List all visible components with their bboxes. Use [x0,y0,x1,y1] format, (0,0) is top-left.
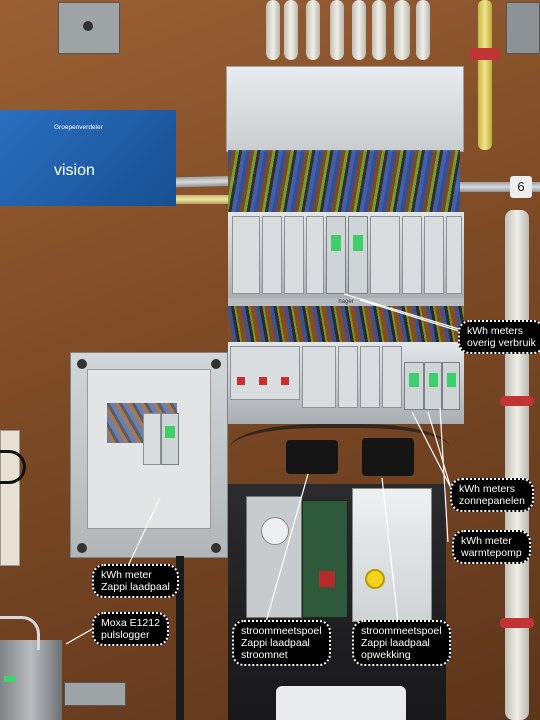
breaker-top-1 [232,216,260,294]
horizontal-cable-right [455,182,540,192]
pointer-zonnepanelen-1 [411,411,453,491]
red-clip-right-2 [500,618,534,628]
breaker-top-7 [424,216,444,294]
red-clip-right-1 [500,396,534,406]
hager-strip: hager [228,298,464,306]
moxa-pulslogger-device [0,640,62,720]
red-clip-right-top [470,48,500,60]
breaker-top-4 [306,216,324,294]
callout-moxa-e1212-pulslogger: Moxa E1212 pulslogger [92,612,169,646]
wiring-bundle-middle [228,306,464,342]
cable-tag-number: 6 [517,179,525,194]
pointer-moxa [65,627,95,645]
conduit-top-8 [416,0,430,60]
kwh-meter-zonnepanelen-1 [404,362,424,410]
conduit-right-vertical [505,210,529,720]
hager-brand: hager [338,299,354,305]
pointer-zappi-meter [127,497,161,567]
black-cable-down-junction [176,556,184,720]
conduit-top-1 [266,0,280,60]
moxa-cable [0,616,40,650]
pointer-stroomnet [265,473,309,623]
breaker-bottom-4 [360,346,380,408]
callout-kwh-meters-zonnepanelen: kWh meters zonnepanelen [450,478,534,512]
kwh-meter-top-2 [348,216,368,294]
breaker-top-5 [370,216,400,294]
callout-stroommeetspoel-stroomnet: stroommeetspoel Zappi laadpaal stroomnet [232,620,331,666]
callout-kwh-meter-warmtepomp: kWh meter warmtepomp [452,530,531,564]
booklet-title: Groepenverdeler [54,124,103,131]
pointer-overig-2 [359,299,463,333]
breaker-top-3 [284,216,304,294]
kwh-meter-warmtepomp [442,362,460,410]
breaker-top-6 [402,216,422,294]
conduit-top-3 [306,0,320,60]
groepenverdeler-booklet: Groepenverdeler vision [0,110,176,206]
pointer-opwekking [381,477,399,623]
wall-bracket-top-right [506,2,540,54]
cable-tag: 6 [510,176,532,198]
left-black-cable [0,450,26,484]
breaker-top-2 [262,216,282,294]
breaker-bottom-5 [382,346,402,408]
pointer-zonnepanelen-2 [427,411,453,493]
kwh-meter-zappi [161,413,179,465]
circuit-board-green [302,500,348,618]
breaker-top-8 [446,216,462,294]
current-clamp-stroomnet [286,440,338,474]
bottom-mount-bracket [64,682,126,706]
breaker-bottom-1 [230,346,300,400]
junction-box-zappi [70,352,228,558]
pointer-warmtepomp [439,407,449,543]
breaker-bottom-2 [302,346,336,408]
yellow-conduit-right [478,0,492,150]
wall-bracket-top-left [58,2,120,54]
kwh-meter-top-1 [326,216,346,294]
pointer-overig-1 [343,293,463,331]
conduit-top-7 [394,0,410,60]
yellow-seal-icon [365,569,385,589]
current-clamp-opwekking [362,438,414,476]
conduit-top-2 [284,0,298,60]
callout-kwh-meters-overig-verbruik: kWh meters overig verbruik [458,320,540,354]
white-module-bottom [276,686,406,720]
smart-meter-grey [246,496,302,618]
wiring-bundle-top [228,150,460,212]
kwh-meter-zonnepanelen-2 [424,362,442,410]
breaker-bottom-3 [338,346,358,408]
callout-stroommeetspoel-opwekking: stroommeetspoel Zappi laadpaal opwekking [352,620,451,666]
conduit-top-4 [330,0,344,60]
conduit-top-6 [372,0,386,60]
booklet-brand: vision [54,162,95,179]
conduit-top-5 [352,0,366,60]
black-wire-bundle [230,424,450,484]
callout-kwh-meter-zappi-laadpaal: kWh meter Zappi laadpaal [92,564,179,598]
